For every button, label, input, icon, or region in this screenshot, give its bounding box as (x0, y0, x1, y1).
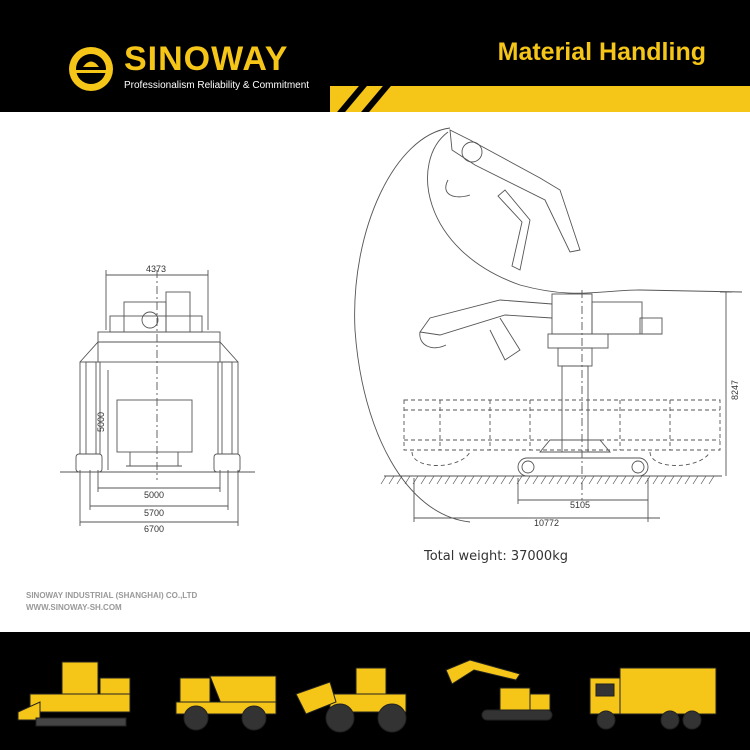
excavator-icon (445, 659, 553, 721)
footer-bar (0, 632, 750, 750)
dim-front-mid: 5700 (144, 508, 164, 518)
front-view (60, 270, 255, 526)
total-weight-label: Total weight: 37000kg (424, 549, 568, 564)
company-website: WWW.SINOWAY-SH.COM (26, 603, 122, 612)
dim-side-long: 10772 (534, 518, 559, 528)
dim-side-height: 8247 (730, 380, 740, 400)
page-title: Material Handling (497, 38, 706, 66)
tipper-truck-icon (589, 667, 717, 730)
drawing-canvas: 4373 5000 5000 5700 6700 8247 5105 10772 (60, 127, 743, 534)
dim-front-top: 4373 (146, 264, 166, 274)
dim-front-outer: 6700 (144, 524, 164, 534)
brand-name: SINOWAY (124, 40, 289, 78)
dim-front-height: 5000 (96, 412, 106, 432)
sinoway-logo-icon (69, 47, 113, 91)
company-name: SINOWAY INDUSTRIAL (SHANGHAI) CO.,LTD (26, 591, 198, 600)
dump-truck-icon (175, 675, 277, 731)
header-stripe (330, 86, 750, 112)
dim-side-short: 5105 (570, 500, 590, 510)
header-bar: SINOWAY Professionalism Reliability & Co… (0, 0, 750, 112)
ground-hatch (380, 475, 715, 485)
technical-drawing: 4373 5000 5000 5700 6700 8247 5105 10772 (0, 112, 750, 632)
wheel-loader-icon (295, 667, 407, 733)
asphalt-paver-icon (17, 661, 131, 727)
footer-machines (17, 659, 717, 733)
side-view (354, 127, 743, 523)
company-info: SINOWAY INDUSTRIAL (SHANGHAI) CO.,LTD WW… (26, 590, 197, 614)
dim-front-inner: 5000 (144, 490, 164, 500)
brand-tagline: Professionalism Reliability & Commitment (124, 80, 310, 91)
